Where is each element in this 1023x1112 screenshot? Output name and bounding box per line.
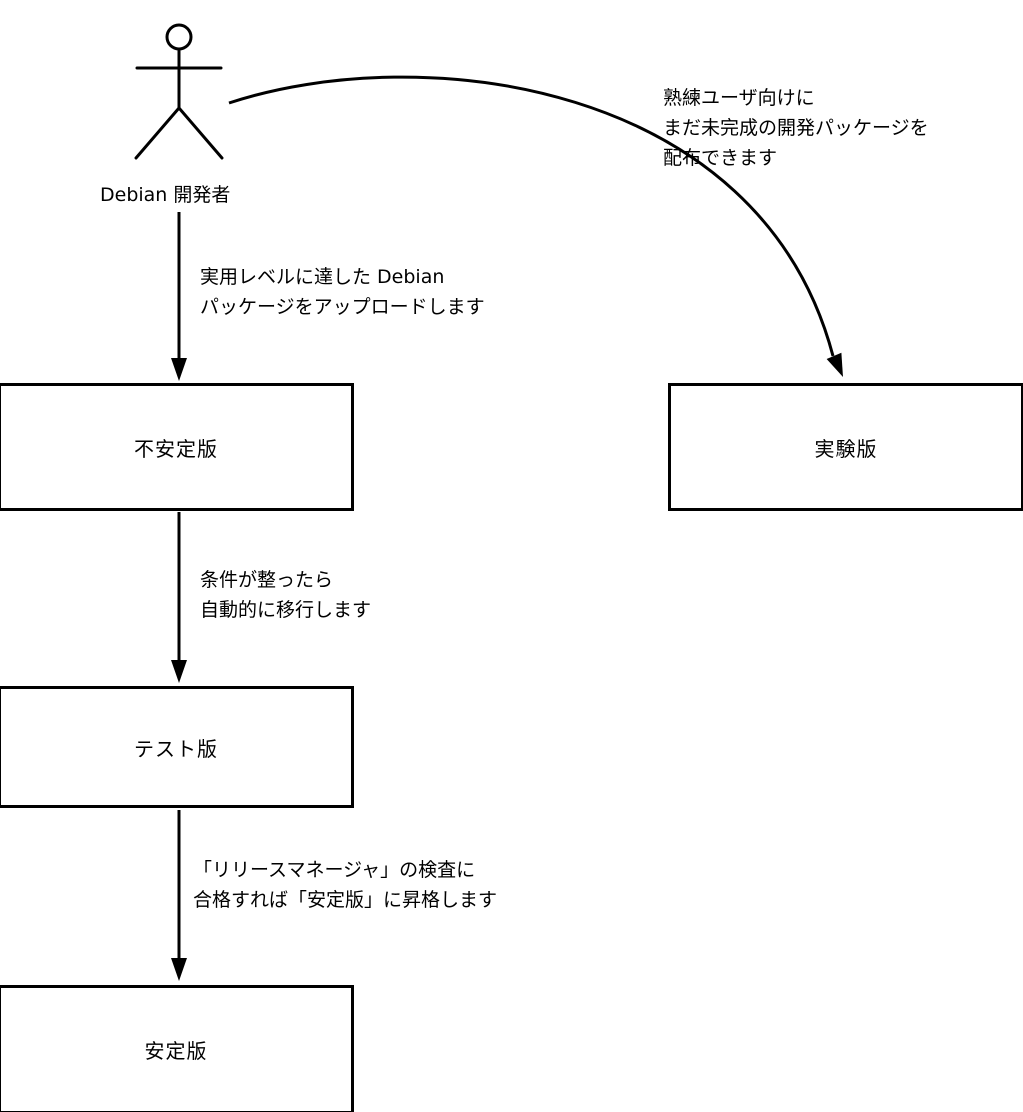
node-unstable: 不安定版 [0, 383, 354, 511]
annotation-experimental-line2: まだ未完成の開発パッケージを [663, 117, 929, 139]
annotation-migrate: 条件が整ったら 自動的に移行します [200, 565, 371, 625]
arrow-experimental [228, 75, 843, 377]
annotation-experimental-line1: 熟練ユーザ向けに [663, 87, 815, 109]
annotation-experimental: 熟練ユーザ向けに まだ未完成の開発パッケージを 配布できます [663, 83, 929, 173]
arrow-migrate [171, 512, 187, 683]
annotation-release: 「リリースマネージャ」の検査に 合格すれば「安定版」に昇格します [193, 855, 497, 915]
node-testing-label: テスト版 [134, 736, 218, 761]
annotation-experimental-line3: 配布できます [663, 147, 778, 169]
node-unstable-label: 不安定版 [134, 436, 218, 461]
annotation-migrate-line2: 自動的に移行します [200, 599, 372, 621]
node-experimental-label: 実験版 [814, 436, 878, 461]
arrow-upload [171, 212, 187, 381]
arrow-release [171, 810, 187, 981]
actor-head [165, 23, 193, 51]
annotation-upload: 実用レベルに達した Debian パッケージをアップロードします [200, 262, 485, 322]
annotation-upload-line2: パッケージをアップロードします [200, 296, 485, 318]
actor-label: Debian 開発者 [100, 184, 231, 206]
node-experimental: 実験版 [668, 383, 1023, 511]
annotation-upload-line1: 実用レベルに達した Debian [200, 266, 445, 288]
annotation-release-line1: 「リリースマネージャ」の検査に [193, 859, 476, 881]
node-stable-label: 安定版 [144, 1039, 208, 1063]
node-stable: 安定版 [0, 985, 354, 1112]
actor-figure-icon [134, 23, 224, 160]
annotation-migrate-line1: 条件が整ったら [200, 569, 334, 591]
annotation-release-line2: 合格すれば「安定版」に昇格します [193, 889, 498, 911]
node-testing: テスト版 [0, 686, 354, 808]
actor-leg-right [177, 106, 224, 160]
actor-leg-left [134, 106, 181, 160]
